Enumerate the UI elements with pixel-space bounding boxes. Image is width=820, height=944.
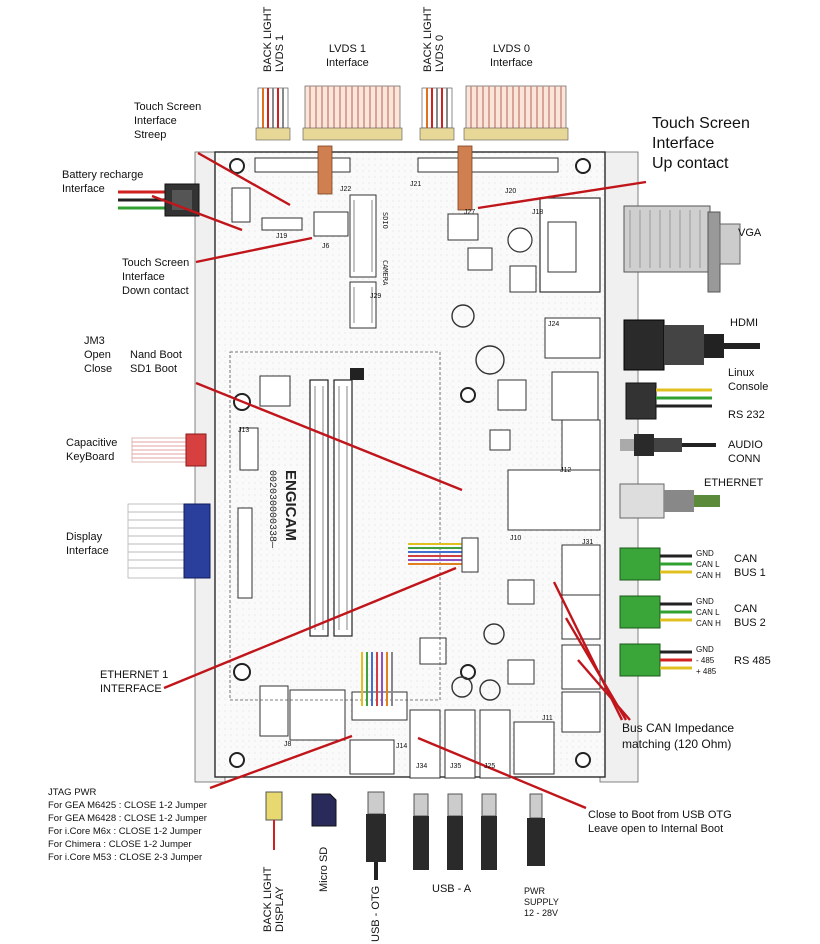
ethernet-label: ETHERNET — [704, 477, 764, 489]
backlight-lvds0-label: BACK LIGHT LVDS 0 — [422, 6, 446, 72]
sodimm-socket-a — [309, 379, 329, 637]
capacitive-keyboard-label: Capacitive KeyBoard — [66, 437, 118, 463]
can-bus1-label: CAN BUS 1 — [734, 553, 766, 579]
pwr-supply-label: PWR SUPPLY 12 - 28V — [524, 886, 559, 918]
touch-screen-up-label: Touch Screen Interface Up contact — [652, 115, 750, 172]
touch-screen-streep-label: Touch Screen Interface Streep — [134, 101, 202, 141]
audio-connector — [620, 434, 716, 456]
header-j27: J27 — [464, 209, 476, 216]
micro-sd-card — [311, 793, 337, 827]
header-j13: J13 — [238, 427, 250, 434]
keyboard-connector — [131, 433, 207, 467]
header-j11: J11 — [542, 715, 553, 722]
sdio-silkscreen: SDIO — [381, 212, 389, 229]
header-j19: J19 — [276, 233, 288, 240]
header-j35: J35 — [450, 763, 462, 770]
backlight-lvds1-label: BACK LIGHT LVDS 1 — [262, 6, 286, 72]
bottom-flat-cable — [361, 652, 393, 706]
audio-conn-label: AUDIO CONN — [728, 439, 763, 465]
camera-silkscreen: CAMERA — [381, 260, 389, 286]
header-j12: J12 — [560, 467, 572, 474]
lvds0-flex — [457, 145, 473, 211]
rs485-pin-labels: GND - 485 + 485 — [696, 645, 717, 676]
brand-logo: ENGICAM — [282, 470, 299, 541]
rs485-label: RS 485 — [734, 655, 771, 667]
linux-console-connector — [625, 382, 712, 420]
usb-otg-label: USB - OTG — [370, 885, 382, 942]
header-j14: J14 — [396, 743, 408, 750]
hdmi-label: HDMI — [730, 317, 759, 329]
battery-recharge-label: Battery recharge Interface — [62, 169, 144, 195]
header-j21: J21 — [410, 181, 422, 188]
j20-connector — [417, 157, 559, 173]
header-j31: J31 — [582, 539, 594, 546]
lvds0-cable — [463, 85, 569, 141]
header-j18: J18 — [532, 209, 544, 216]
rs485-connector — [619, 643, 692, 677]
display-connector — [127, 503, 211, 579]
vga-label: VGA — [738, 227, 762, 239]
lvds0-backlight-cable — [419, 87, 455, 141]
jm3-label: JM3 Open Close — [84, 335, 113, 375]
backlight-display-connector — [265, 791, 283, 850]
header-j10: J10 — [510, 535, 522, 542]
can-bus1-connector — [619, 547, 692, 581]
header-j25: J25 — [484, 763, 496, 770]
ethernet1-flat-cable — [408, 537, 479, 573]
rs232-label: RS 232 — [728, 409, 765, 421]
header-j34: J34 — [416, 763, 428, 770]
usb-a-plugs — [413, 793, 497, 870]
header-j20: J20 — [505, 188, 517, 195]
lvds1-cable — [302, 85, 403, 141]
can-bus2-label: CAN BUS 2 — [734, 603, 766, 629]
sodimm-socket-b — [333, 379, 353, 637]
touch-screen-down-label: Touch Screen Interface Down contact — [122, 257, 190, 297]
header-j6: J6 — [322, 243, 330, 250]
lvds1-interface-label: LVDS 1 Interface — [326, 43, 369, 69]
can-bus2-connector — [619, 595, 692, 629]
header-j29: J29 — [370, 293, 382, 300]
linux-console-label: Linux Console — [728, 367, 769, 393]
mounting-holes — [229, 158, 591, 768]
nand-boot-label: Nand Boot SD1 Boot — [130, 349, 182, 375]
header-j22: J22 — [340, 186, 352, 193]
power-plug — [527, 793, 545, 866]
usb-otg-plug — [366, 791, 386, 880]
backlight-display-label: BACK LIGHT DISPLAY — [262, 866, 286, 932]
vga-connector — [623, 205, 741, 293]
can1-pin-labels: GND CAN L CAN H — [696, 549, 721, 580]
jtag-pwr-label: JTAG PWR For GEA M6425 : CLOSE 1-2 Jumpe… — [48, 787, 207, 863]
close-to-boot-label: Close to Boot from USB OTG Leave open to… — [588, 809, 732, 835]
lvds1-backlight-cable — [255, 87, 291, 141]
ethernet-connector — [619, 483, 720, 519]
header-j24: J24 — [548, 321, 560, 328]
pointer-arrows — [151, 151, 647, 810]
j22-connector — [254, 157, 351, 173]
lvds0-interface-label: LVDS 0 Interface — [490, 43, 533, 69]
cpu-module-area — [229, 351, 441, 701]
micro-sd-label: Micro SD — [318, 846, 330, 892]
hdmi-connector — [623, 319, 760, 371]
lvds1-flex — [317, 145, 333, 195]
display-interface-label: Display Interface — [66, 531, 109, 557]
can2-pin-labels: GND CAN L CAN H — [696, 597, 721, 628]
header-j8: J8 — [284, 741, 292, 748]
ethernet1-interface-label: ETHERNET 1 INTERFACE — [100, 669, 169, 695]
board-serial: 002030000338— — [266, 470, 277, 549]
usb-a-label: USB - A — [432, 883, 472, 895]
bus-can-impedance-label: Bus CAN Impedance matching (120 Ohm) — [622, 721, 735, 751]
